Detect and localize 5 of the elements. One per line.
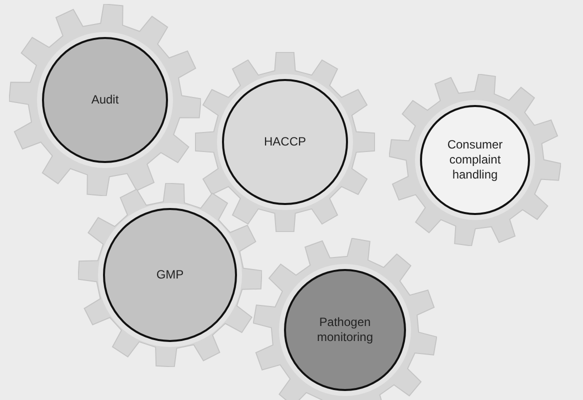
- gear-label: Consumer complaint handling: [446, 138, 504, 182]
- gear-label: Audit: [90, 92, 120, 108]
- gear-label: GMP: [155, 268, 185, 282]
- gear-label: HACCP: [262, 134, 307, 150]
- gear-label: Pathogen monitoring: [316, 315, 374, 345]
